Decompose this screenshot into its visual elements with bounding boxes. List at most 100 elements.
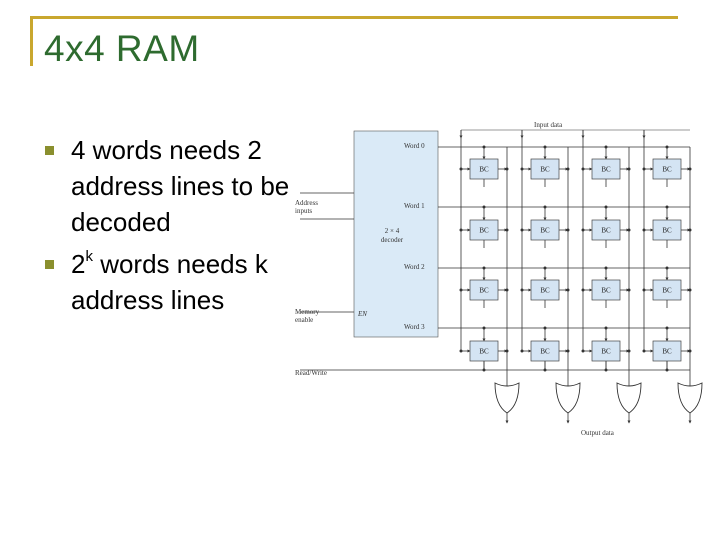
or-gate-2 (616, 382, 642, 414)
junction-dot (642, 228, 646, 232)
binary-cell-label: BC (540, 287, 550, 295)
binary-cell-label: BC (601, 287, 611, 295)
binary-cell-r2c1 (530, 279, 560, 301)
junction-dot (543, 266, 547, 270)
bullet-square-icon (45, 260, 54, 269)
junction-dot (543, 326, 547, 330)
junction-dot (566, 288, 570, 292)
junction-dot (505, 228, 509, 232)
junction-dot (688, 167, 692, 171)
junction-dot (604, 205, 608, 209)
junction-dot (566, 228, 570, 232)
decoder-label-line1: 2 × 4 (385, 227, 400, 235)
binary-cell-r0c3 (652, 158, 682, 180)
junction-dot (665, 145, 669, 149)
binary-cell-r3c0 (469, 340, 499, 362)
junction-dot (520, 228, 524, 232)
address-inputs-label-1: Address (295, 199, 318, 207)
binary-cell-label: BC (601, 348, 611, 356)
read-write-label: Read/Write (295, 369, 327, 377)
junction-dot (627, 167, 631, 171)
junction-dot (688, 288, 692, 292)
frame-left-rule (30, 16, 33, 66)
junction-dot (642, 288, 646, 292)
or-gate-3 (677, 382, 703, 414)
binary-cell-label: BC (479, 287, 489, 295)
junction-dot (482, 266, 486, 270)
bullet-list: 4 words needs 2 address lines to be deco… (44, 132, 294, 324)
frame-top-rule (30, 16, 678, 19)
junction-dot (604, 145, 608, 149)
junction-dot (566, 349, 570, 353)
junction-dot (543, 145, 547, 149)
output-data-label: Output data (581, 429, 615, 437)
bullet-base: 2 (71, 249, 86, 279)
word-label-0: Word 0 (404, 142, 425, 150)
junction-dot (482, 326, 486, 330)
junction-dot (665, 205, 669, 209)
binary-cell-r1c0 (469, 219, 499, 241)
binary-cell-label: BC (662, 166, 672, 174)
decoder-block (353, 130, 439, 338)
binary-cell-r0c0 (469, 158, 499, 180)
bullet-text: 4 words needs 2 address lines to be deco… (71, 135, 290, 237)
binary-cell-label: BC (479, 348, 489, 356)
junction-dot (581, 228, 585, 232)
junction-dot (505, 167, 509, 171)
binary-cell-r3c2 (591, 340, 621, 362)
binary-cell-r2c2 (591, 279, 621, 301)
junction-dot (482, 145, 486, 149)
junction-dot (665, 368, 669, 372)
junction-dot (459, 349, 463, 353)
binary-cell-label: BC (662, 287, 672, 295)
word-label-2: Word 2 (404, 263, 425, 271)
binary-cell-label: BC (540, 227, 550, 235)
input-data-label: Input data (534, 121, 563, 129)
binary-cell-label: BC (479, 166, 489, 174)
junction-dot (665, 326, 669, 330)
decoder-label-line2: decoder (381, 236, 404, 244)
junction-dot (581, 349, 585, 353)
junction-dot (566, 167, 570, 171)
binary-cell-label: BC (601, 166, 611, 174)
or-gate-1 (555, 382, 581, 414)
enable-pin-label: EN (357, 310, 367, 318)
bullet-text: words needs k address lines (71, 249, 268, 315)
junction-dot (688, 228, 692, 232)
binary-cell-label: BC (662, 227, 672, 235)
junction-dot (482, 368, 486, 372)
binary-cell-r3c3 (652, 340, 682, 362)
binary-cell-r0c1 (530, 158, 560, 180)
binary-cell-r1c2 (591, 219, 621, 241)
junction-dot (505, 288, 509, 292)
junction-dot (642, 167, 646, 171)
junction-dot (665, 266, 669, 270)
junction-dot (520, 288, 524, 292)
binary-cell-label: BC (540, 348, 550, 356)
junction-dot (459, 228, 463, 232)
bullet-superscript: k (85, 248, 93, 266)
binary-cell-r2c0 (469, 279, 499, 301)
binary-cell-r0c2 (591, 158, 621, 180)
junction-dot (482, 205, 486, 209)
junction-dot (604, 266, 608, 270)
junction-dot (627, 349, 631, 353)
or-gate-0 (494, 382, 520, 414)
binary-cell-r2c3 (652, 279, 682, 301)
junction-dot (543, 368, 547, 372)
slide-title: 4x4 RAM (44, 28, 200, 69)
junction-dot (581, 288, 585, 292)
binary-cell-r1c1 (530, 219, 560, 241)
junction-dot (627, 228, 631, 232)
junction-dot (505, 349, 509, 353)
junction-dot (604, 326, 608, 330)
binary-cell-label: BC (540, 166, 550, 174)
junction-dot (604, 368, 608, 372)
binary-cell-r3c1 (530, 340, 560, 362)
junction-dot (520, 349, 524, 353)
junction-dot (688, 349, 692, 353)
binary-cell-label: BC (601, 227, 611, 235)
junction-dot (459, 167, 463, 171)
junction-dot (627, 288, 631, 292)
